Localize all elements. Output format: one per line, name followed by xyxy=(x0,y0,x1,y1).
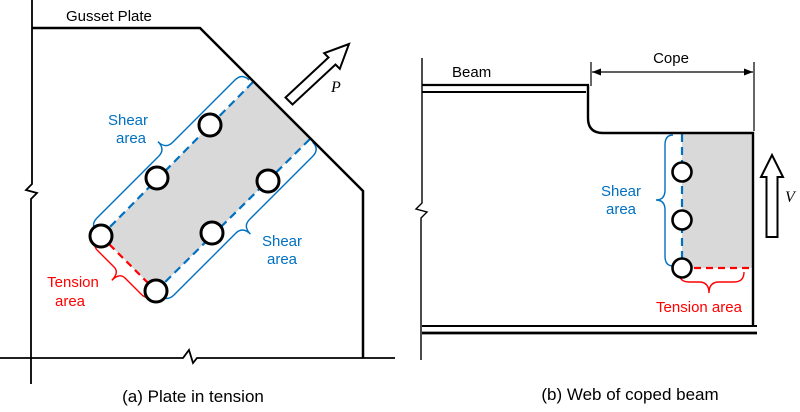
shear-brace-b xyxy=(655,134,674,267)
shear-area-label-b-line2: area xyxy=(606,201,637,218)
shear-failure-line-lower xyxy=(155,138,311,292)
cope-dimension xyxy=(590,62,755,131)
block-shear-area-a xyxy=(101,82,310,291)
shear-area-label-lower-line1: Shear xyxy=(262,233,302,250)
tension-area-label-b: Tension area xyxy=(656,299,743,316)
force-arrow-p xyxy=(284,42,351,106)
tension-area-label-a-line2: area xyxy=(55,293,86,310)
caption-b: (b) Web of coped beam xyxy=(541,385,718,404)
force-label-p: P xyxy=(330,79,341,96)
force-label-v: V xyxy=(785,189,797,206)
bolt-hole xyxy=(143,278,169,304)
beam-left-break-edge xyxy=(414,58,429,360)
shear-area-label-lower-line2: area xyxy=(267,251,298,268)
bolt-hole xyxy=(144,165,170,191)
ground-line-a xyxy=(0,348,395,365)
bolt-hole xyxy=(255,168,281,194)
dimension-arrowhead-left xyxy=(592,68,601,76)
cope-cut-and-web-edge xyxy=(586,85,755,326)
cope-label: Cope xyxy=(653,50,689,67)
caption-a: (a) Plate in tension xyxy=(122,387,264,406)
tension-failure-line-a xyxy=(100,235,157,292)
plate-label: Gusset Plate xyxy=(66,8,152,25)
shear-failure-line-upper xyxy=(100,81,254,237)
bolt-hole xyxy=(199,220,225,246)
block-shear-area-b xyxy=(682,133,753,268)
bolt-hole xyxy=(671,161,693,183)
panel-b: Beam Cope Shear area Tension area V (b) … xyxy=(414,50,797,404)
force-arrow-v xyxy=(759,152,785,238)
plate-left-edge xyxy=(24,0,39,384)
dimension-arrowhead-right xyxy=(744,68,753,76)
bolt-hole xyxy=(197,112,223,138)
panel-a: Gusset Plate Shear area Shear area Tensi… xyxy=(0,0,395,406)
gusset-plate-outline xyxy=(32,26,365,358)
tension-area-label-a-line1: Tension xyxy=(47,274,99,291)
bolt-hole xyxy=(88,223,114,249)
shear-area-label-b-line1: Shear xyxy=(601,183,641,200)
bolt-hole xyxy=(671,257,693,279)
tension-brace-b xyxy=(678,271,745,294)
bolt-hole xyxy=(671,209,693,231)
shear-area-label-upper-line1: Shear xyxy=(108,112,148,129)
beam-label: Beam xyxy=(452,64,491,81)
shear-area-label-upper-line2: area xyxy=(116,130,147,147)
